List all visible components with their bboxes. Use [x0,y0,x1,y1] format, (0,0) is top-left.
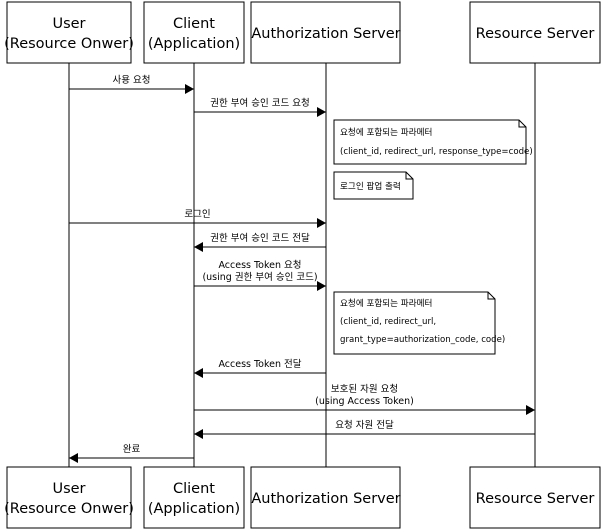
participant-name: Resource Server [476,491,595,507]
note-2: 로그인 팝업 출력 [333,171,414,200]
message-label: Access Token 요청 [218,260,301,271]
message-label: 권한 부여 승인 코드 전달 [210,232,310,244]
message-2: 권한 부여 승인 코드 요청 [194,97,326,117]
participant-name: Resource Server [476,26,595,42]
message-label: (using Access Token) [315,396,414,407]
message-label: 요청 자원 전달 [335,419,394,431]
message-1: 사용 요청 [69,75,194,94]
message-4: 권한 부여 승인 코드 전달 [194,232,326,252]
participant-subtitle: (Application) [148,501,240,517]
participant-name: Client [173,16,215,32]
note-text: 요청에 포함되는 파라메터 [340,298,432,309]
note-text: grant_type=authorization_code, code) [340,335,505,345]
participant-resource-bottom: Resource Server [469,466,601,529]
participant-subtitle: (Resource Onwer) [4,36,134,52]
message-7: 보호된 자원 요청(using Access Token) [194,383,535,415]
participant-subtitle: (Application) [148,36,240,52]
note-text: 로그인 팝업 출력 [340,180,401,192]
participant-subtitle: (Resource Onwer) [4,501,134,517]
note-fold [518,120,526,128]
message-label: 보호된 자원 요청 [331,383,398,395]
participant-client-bottom: Client (Application) [143,466,245,529]
note-text: (client_id, redirect_url, response_type=… [340,147,533,157]
participant-name: User [52,481,85,497]
message-8: 요청 자원 전달 [194,419,535,439]
participant-client-top: Client (Application) [143,1,245,64]
message-5: Access Token 요청(using 권한 부여 승인 코드) [194,260,326,291]
message-6: Access Token 전달 [194,358,326,378]
participant-resource-top: Resource Server [469,1,601,64]
message-3: 로그인 [69,209,326,228]
participant-name: Authorization Server [251,491,400,507]
note-1: 요청에 포함되는 파라메터 (client_id, redirect_url, r… [333,119,533,165]
participant-user-top: User (Resource Onwer) [4,1,134,64]
message-label: (using 권한 부여 승인 코드) [202,271,317,283]
note-text: 요청에 포함되는 파라메터 [340,127,432,138]
message-label: 로그인 [184,209,210,220]
note-box [333,291,496,355]
participant-auth-bottom: Authorization Server [250,466,401,529]
message-9: 완료 [69,444,194,463]
message-label: 사용 요청 [113,75,151,86]
note-fold [487,292,495,300]
note-fold [405,172,413,180]
participant-name: User [52,16,85,32]
note-3: 요청에 포함되는 파라메터 (client_id, redirect_url,gr… [333,291,505,355]
participant-name: Authorization Server [251,26,400,42]
participant-name: Client [173,481,215,497]
message-label: 권한 부여 승인 코드 요청 [210,97,309,109]
message-label: Access Token 전달 [218,358,301,370]
note-text: (client_id, redirect_url, [340,317,436,327]
message-label: 완료 [123,444,141,455]
participant-auth-top: Authorization Server [250,1,401,64]
participant-user-bottom: User (Resource Onwer) [4,466,134,529]
note-box [333,171,414,200]
note-box [333,119,527,165]
